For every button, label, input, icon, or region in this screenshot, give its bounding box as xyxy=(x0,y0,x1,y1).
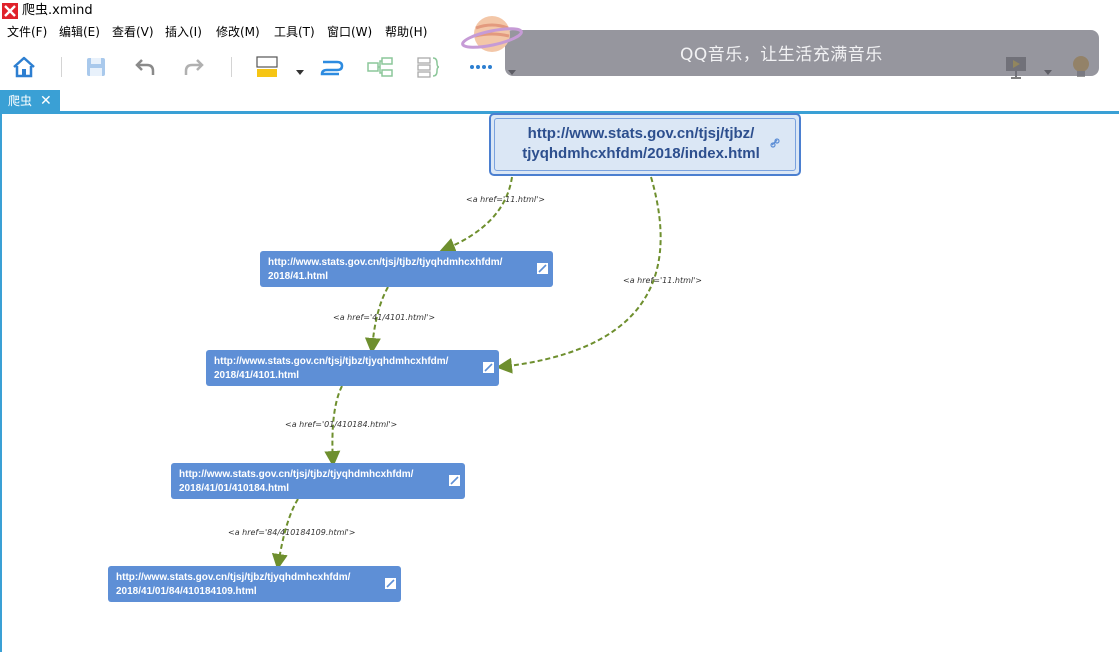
menu-file[interactable]: 文件(F) xyxy=(7,25,48,39)
xmind-logo-icon xyxy=(2,3,18,19)
canvas-border xyxy=(0,114,2,652)
topic-line: 2018/41/01/84/410184109.html xyxy=(116,586,257,597)
topic-line: http://www.stats.gov.cn/tjsj/tjbz/tjyqhd… xyxy=(214,356,449,367)
central-topic-frame xyxy=(494,118,796,171)
topic-line: 2018/41.html xyxy=(268,271,329,282)
menu-window[interactable]: 窗口(W) xyxy=(327,25,373,39)
hyperlink-icon[interactable] xyxy=(449,475,460,486)
topic-line: http://www.stats.gov.cn/tjsj/tjbz/tjyqhd… xyxy=(268,257,503,268)
central-topic-line: tjyqhdmhcxhfdm/2018/index.html xyxy=(522,145,760,162)
toolbar-divider xyxy=(231,57,232,77)
menu-modify[interactable]: 修改(M) xyxy=(216,25,260,39)
save-icon[interactable] xyxy=(81,52,111,82)
menu-help[interactable]: 帮助(H) xyxy=(385,25,428,39)
topic-node[interactable]: http://www.stats.gov.cn/tjsj/tjbz/tjyqhd… xyxy=(206,350,499,386)
topic-node[interactable]: http://www.stats.gov.cn/tjsj/tjbz/tjyqhd… xyxy=(171,463,465,499)
hyperlink-icon[interactable] xyxy=(483,362,494,373)
planet-icon xyxy=(461,16,523,52)
more-icon[interactable] xyxy=(468,52,498,82)
tab-label: 爬虫 xyxy=(8,94,33,108)
redo-icon[interactable] xyxy=(179,52,209,82)
topic-line: http://www.stats.gov.cn/tjsj/tjbz/tjyqhd… xyxy=(179,469,414,480)
topic-line: 2018/41/01/410184.html xyxy=(179,483,290,494)
menu-bar: 文件(F) 编辑(E) 查看(V) 插入(I) 修改(M) 工具(T) 窗口(W… xyxy=(0,22,1119,42)
topic-node[interactable]: http://www.stats.gov.cn/tjsj/tjbz/tjyqhd… xyxy=(108,566,401,602)
toolbar-divider xyxy=(61,57,62,77)
hyperlink-icon[interactable] xyxy=(385,578,396,589)
boundary-icon[interactable] xyxy=(365,52,395,82)
window-title: 爬虫.xmind xyxy=(22,3,93,18)
editor-tab-bar: 爬虫 ✕ xyxy=(0,90,1119,112)
central-topic-text: http://www.stats.gov.cn/tjsj/tjbz/ tjyqh… xyxy=(491,124,791,164)
menu-tools[interactable]: 工具(T) xyxy=(274,25,315,39)
summary-icon[interactable] xyxy=(413,52,443,82)
topic-line: http://www.stats.gov.cn/tjsj/tjbz/tjyqhd… xyxy=(116,572,351,583)
topic-line: 2018/41/4101.html xyxy=(214,370,300,381)
central-topic-line: http://www.stats.gov.cn/tjsj/tjbz/ xyxy=(527,125,755,142)
music-lyric-overlay[interactable] xyxy=(505,30,1099,76)
topic-node[interactable]: http://www.stats.gov.cn/tjsj/tjbz/tjyqhd… xyxy=(260,251,553,287)
chevron-down-icon[interactable] xyxy=(295,62,305,75)
tab-underline xyxy=(0,111,1119,114)
music-lyric-text: QQ音乐，让生活充满音乐 xyxy=(680,45,883,65)
close-icon[interactable]: ✕ xyxy=(40,93,52,109)
home-icon[interactable] xyxy=(9,52,39,82)
topic-style-icon[interactable] xyxy=(252,52,282,82)
relationship-icon[interactable] xyxy=(317,52,347,82)
menu-edit[interactable]: 编辑(E) xyxy=(59,25,100,39)
menu-insert[interactable]: 插入(I) xyxy=(165,25,202,39)
tab-document[interactable]: 爬虫 ✕ xyxy=(0,90,60,112)
hyperlink-icon[interactable] xyxy=(537,263,548,274)
central-topic[interactable]: http://www.stats.gov.cn/tjsj/tjbz/ tjyqh… xyxy=(489,113,801,176)
hyperlink-icon[interactable] xyxy=(769,137,781,149)
undo-icon[interactable] xyxy=(130,52,160,82)
title-bar: 爬虫.xmind xyxy=(0,0,1119,22)
menu-view[interactable]: 查看(V) xyxy=(112,25,154,39)
